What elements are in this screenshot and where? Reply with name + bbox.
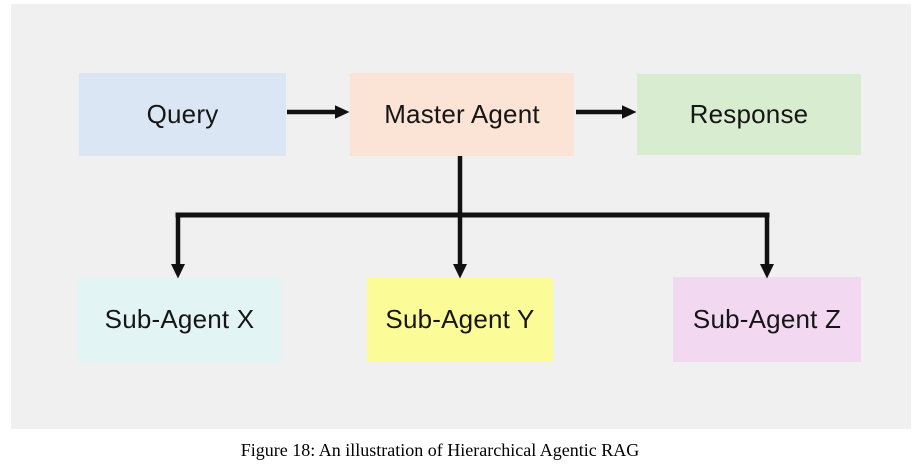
node-sub-agent-y: Sub-Agent Y [367,277,553,362]
node-sub-agent-x-label: Sub-Agent X [104,304,255,334]
node-query: Query [79,73,286,156]
node-master-agent: Master Agent [350,73,574,156]
node-query-label: Query [146,99,219,129]
figure-caption: Figure 18: An illustration of Hierarchic… [240,440,640,460]
node-master-agent-label: Master Agent [384,99,540,129]
node-sub-agent-x: Sub-Agent X [78,277,281,362]
node-sub-agent-z-label: Sub-Agent Z [692,304,842,334]
diagram-panel [11,4,911,429]
node-response: Response [637,74,861,155]
node-response-label: Response [689,99,809,129]
node-sub-agent-y-label: Sub-Agent Y [385,304,535,334]
node-sub-agent-z: Sub-Agent Z [673,277,861,362]
